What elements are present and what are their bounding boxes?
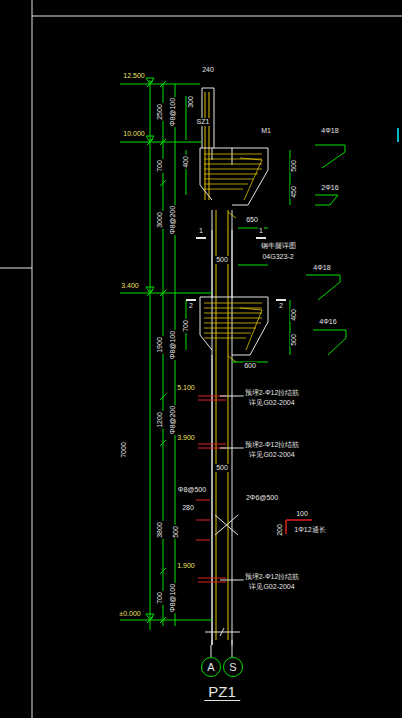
annotation-label: 600 [243, 362, 257, 370]
annotation-label: 详见G02-2004 [248, 583, 295, 591]
dimension-text: 3000 [156, 211, 164, 229]
annotation-label: 1 [258, 227, 264, 235]
annotation-label: 100 [295, 510, 309, 518]
dimension-text: Φ8@100 [169, 97, 177, 127]
stirrup-line [204, 174, 258, 175]
annotation-label: 650 [245, 216, 259, 224]
annotation-label: 240 [201, 66, 215, 74]
drawing-title: PZ1 [204, 683, 240, 701]
dimension-text: 300 [187, 95, 195, 109]
dimension-text: Φ8@200 [169, 405, 177, 435]
annotation-label: 1Φ12通长 [293, 526, 326, 534]
axis-bubble: S [223, 657, 243, 677]
stirrup-line [204, 318, 262, 319]
axis-label: A [207, 661, 214, 673]
stirrup-line [204, 333, 251, 334]
dimension-text: Φ8@100 [169, 583, 177, 613]
stirrup-line [204, 303, 262, 304]
annotation-label: 500 [215, 464, 229, 472]
annotation-label: 280 [181, 504, 195, 512]
rebar-bend [228, 308, 262, 362]
annotation-label: 2Φ6@500 [245, 494, 279, 502]
stirrup-line [204, 323, 261, 324]
dimension-text: 7000 [120, 441, 128, 459]
dimension-text: 700 [156, 591, 164, 605]
dimension-text: 3800 [156, 521, 164, 539]
stirrup-line [204, 189, 243, 190]
dimension-text: Φ8@200 [169, 205, 177, 235]
annotation-label: 12.500 [122, 72, 145, 80]
annotation-label: M1 [260, 127, 272, 135]
dimension-text: 700 [182, 319, 190, 333]
annotation-label: 2Φ16 [320, 184, 339, 192]
annotation-label: 3.900 [176, 434, 196, 442]
annotation-label: 2 [278, 302, 284, 310]
dimension-text: Φ8@100 [169, 330, 177, 360]
annotation-label: 4Φ18 [312, 264, 331, 272]
dimension-text: 500 [290, 333, 298, 347]
annotation-label: 04G323-2 [261, 253, 294, 261]
stirrup-line [204, 313, 262, 314]
stirrup-line [204, 184, 248, 185]
annotation-label: 3.400 [120, 282, 140, 290]
dimension-text: 1200 [156, 411, 164, 429]
annotation-label: 钢牛腿详图 [260, 242, 297, 250]
stirrup-line [204, 169, 262, 170]
dimension-text: 700 [156, 159, 164, 173]
stirrup-line [204, 338, 246, 339]
annotation-label: 10.000 [122, 130, 145, 138]
dimension-text: 2500 [156, 103, 164, 121]
axis-bubble: A [201, 657, 221, 677]
annotation-label: 5.100 [176, 384, 196, 392]
annotation-label: 详见G02-2004 [248, 399, 295, 407]
stirrup-line [204, 164, 262, 165]
dimension-text: 400 [290, 308, 298, 322]
annotation-label: 1.900 [176, 562, 196, 570]
annotation-label: 4Φ18 [320, 127, 339, 135]
dimension-text: 400 [182, 155, 190, 169]
stirrup-line [204, 308, 262, 309]
annotation-label: 1 [198, 227, 204, 235]
dimension-text: 500 [172, 525, 180, 539]
dimension-text: 1900 [156, 336, 164, 354]
annotation-label: 详见G02-2004 [248, 451, 295, 459]
annotation-label: 4Φ16 [318, 318, 337, 326]
dimension-text: 450 [290, 185, 298, 199]
stirrup-line [204, 328, 256, 329]
stirrup-line [204, 154, 262, 155]
annotation-label: 2 [188, 302, 194, 310]
annotation-label: 预埋2-Φ12拉结筋 [244, 441, 301, 449]
annotation-label: 500 [215, 256, 229, 264]
annotation-label: Φ8@500 [177, 486, 207, 494]
annotation-label: SZ1 [196, 118, 211, 126]
rebar-bend [228, 158, 262, 218]
annotation-label: 预埋2-Φ12拉结筋 [244, 389, 301, 397]
dimension-text: 500 [290, 159, 298, 173]
annotation-label: 预埋2-Φ12拉结筋 [244, 573, 301, 581]
stirrup-line [204, 179, 253, 180]
dimension-text: 200 [276, 523, 284, 537]
annotation-label: ±0.000 [118, 610, 141, 618]
axis-label: S [229, 661, 236, 673]
